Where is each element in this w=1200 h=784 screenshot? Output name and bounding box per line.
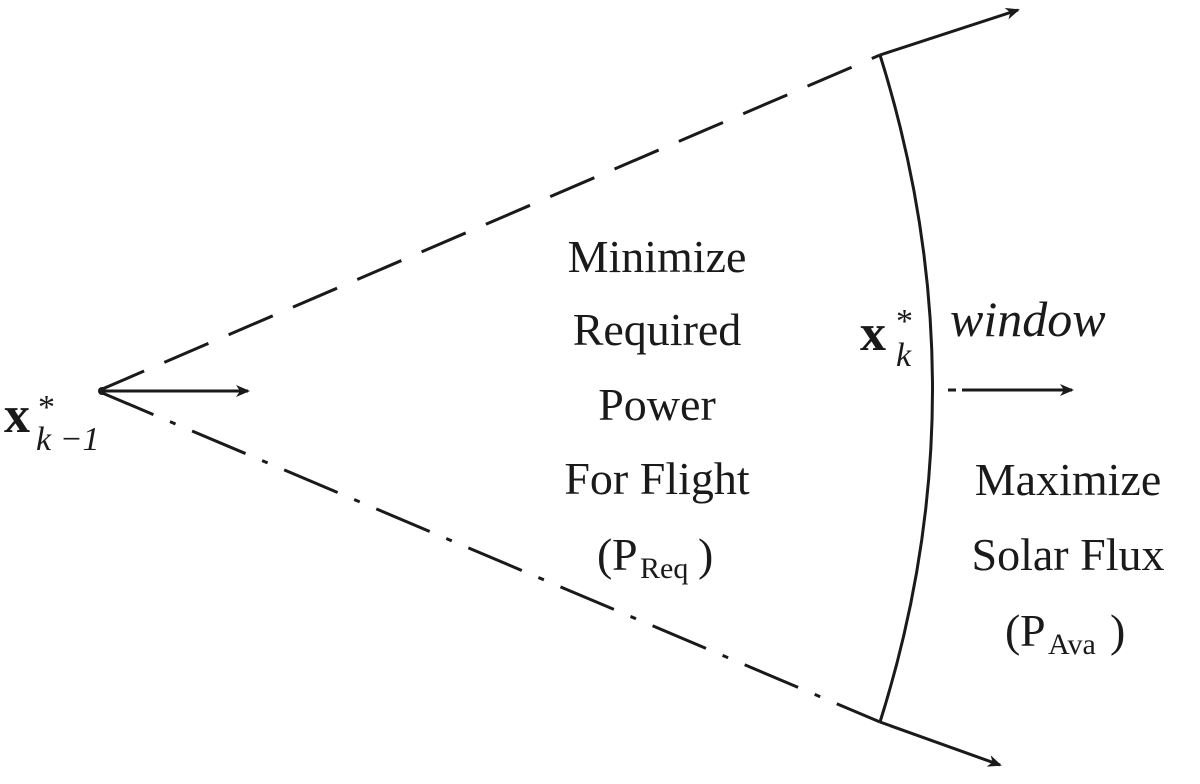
right-open-paren: ( (1005, 605, 1020, 656)
left-region-line-3: Power (598, 379, 716, 430)
end-point-label: x * k (860, 303, 913, 374)
end-point-base: x (860, 305, 886, 362)
start-point-superscript: * (38, 389, 55, 426)
start-point-dot (98, 387, 106, 395)
left-power-subscript: Req (640, 552, 688, 585)
upper-outgoing-arrow (879, 8, 1020, 57)
start-point-label: x * k −1 (4, 387, 100, 458)
required-power-symbol: ( P Req ) (597, 529, 713, 585)
left-region-line-1: Minimize (568, 231, 747, 282)
right-power-subscript: Ava (1048, 628, 1096, 661)
right-power-symbol: P (1020, 605, 1046, 656)
start-point-subscript: k −1 (36, 421, 100, 458)
left-open-paren: ( (597, 529, 612, 580)
left-close-paren: ) (698, 529, 713, 580)
end-point-superscript: * (896, 303, 913, 340)
lower-outgoing-arrow (879, 720, 1002, 767)
window-boundary-arc (878, 54, 934, 723)
minimize-power-text: Minimize Required Power For Flight (564, 231, 750, 504)
right-region-line-1: Maximize (975, 454, 1162, 505)
right-region-line-2: Solar Flux (972, 529, 1165, 580)
left-power-symbol: P (612, 529, 638, 580)
start-point-base: x (4, 387, 30, 444)
upper-boundary-line (99, 53, 881, 392)
maximize-flux-text: Maximize Solar Flux (972, 454, 1165, 580)
left-region-line-2: Required (573, 304, 742, 355)
right-close-paren: ) (1110, 605, 1125, 656)
left-region-line-4: For Flight (564, 453, 750, 504)
lower-boundary-line (99, 390, 881, 724)
window-label: window (950, 291, 1106, 347)
end-point-subscript: k (896, 337, 912, 374)
available-power-symbol: ( P Ava ) (1005, 605, 1125, 661)
